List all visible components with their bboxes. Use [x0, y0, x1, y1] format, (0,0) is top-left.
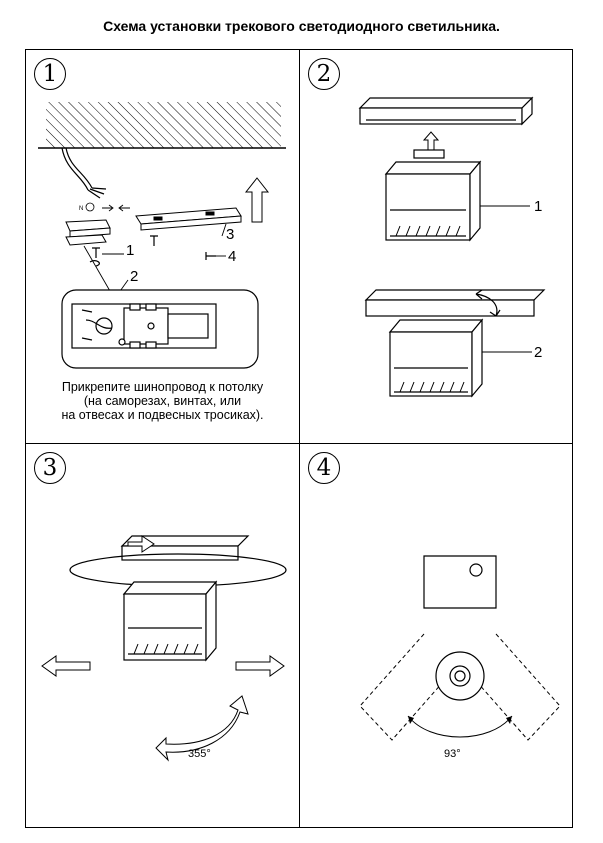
svg-text:N: N	[79, 206, 83, 212]
spotlight-icon	[384, 149, 482, 242]
up-arrow-icon	[422, 131, 440, 153]
tilt-angle: 93°	[444, 748, 461, 760]
step-1-caption: Прикрепите шинопровод к потолку (на само…	[26, 380, 299, 422]
rotate-arrow-icon	[475, 289, 501, 317]
step-2-illustration	[358, 96, 546, 398]
caption-line: Прикрепите шинопровод к потолку	[61, 380, 264, 394]
part-label-2: 2	[130, 268, 139, 285]
part-label-3: 3	[226, 226, 235, 243]
ceiling-hatch	[38, 102, 286, 149]
part-label-1: 1	[534, 198, 543, 215]
rotate-arrow-icon	[155, 695, 249, 762]
rail-icon	[358, 96, 534, 126]
caption-line: на отвесах и подвесных тросиках).	[61, 408, 264, 422]
power-cable-icon	[61, 147, 107, 199]
rail-track-icon	[65, 207, 242, 246]
angle-arc-icon	[407, 715, 513, 738]
part-label-2: 2	[534, 344, 543, 361]
step-4-panel: 4 93°	[300, 444, 574, 829]
diagram-title: Схема установки трекового светодиодного …	[103, 18, 500, 34]
step-4-illustration	[359, 555, 561, 741]
small-arrows-icon	[102, 204, 130, 212]
rotation-range-icon	[359, 633, 561, 741]
part-label-4: 4	[228, 248, 237, 265]
mounted-spotlight-icon	[364, 289, 546, 398]
rotation-angle: 355°	[188, 748, 211, 760]
divider-horizontal	[26, 443, 572, 445]
part-label-1: 1	[126, 242, 135, 259]
right-arrow-icon	[127, 535, 155, 553]
right-arrow-icon	[235, 655, 285, 677]
divider-vertical	[299, 50, 301, 827]
left-arrow-icon	[41, 655, 91, 677]
spotlight-icon	[122, 580, 218, 662]
swivel-joint-icon	[435, 651, 485, 701]
caption-line: (на саморезах, винтах, или	[83, 394, 242, 408]
step-2-panel: 2	[300, 50, 574, 443]
step-1-illustration: N	[38, 102, 286, 369]
step-1-panel: 1 N	[26, 50, 299, 443]
step-3-panel: 3 355°	[26, 444, 299, 829]
up-arrow-icon	[244, 177, 270, 223]
mount-bracket-icon	[423, 555, 497, 609]
connection-detail-box	[61, 289, 259, 369]
steps-grid: 1 N	[25, 49, 573, 828]
step-3-illustration	[41, 535, 287, 762]
screws-icon	[89, 235, 216, 267]
